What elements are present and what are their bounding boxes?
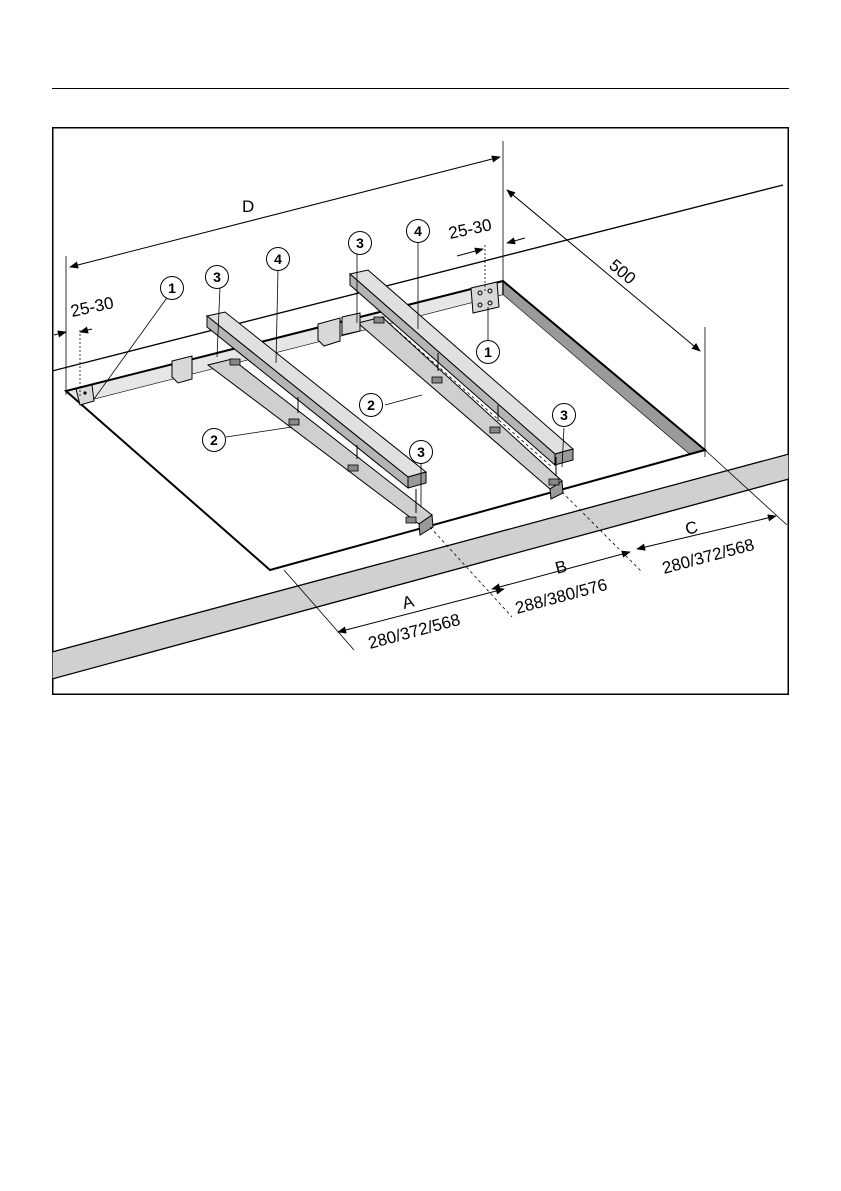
callout-2-left: 2 — [202, 428, 226, 452]
installation-diagram: D 25-30 25-30 500 A 280/372/568 B 288/38… — [52, 127, 789, 695]
callout-1-left-number: 1 — [168, 280, 176, 296]
callout-1-right: 1 — [476, 340, 500, 364]
callout-2-left-number: 2 — [210, 432, 218, 448]
header-rule — [52, 88, 789, 89]
callout-3-right-top-number: 3 — [356, 235, 364, 251]
callout-3-right-bottom-number: 3 — [560, 407, 568, 423]
callout-3-right-top: 3 — [348, 231, 372, 255]
callout-1-right-number: 1 — [484, 344, 492, 360]
callout-3-right-bottom: 3 — [552, 403, 576, 427]
callout-4-right-number: 4 — [414, 223, 422, 239]
callout-2-right-number: 2 — [367, 397, 375, 413]
callout-4-left-number: 4 — [274, 251, 282, 267]
callout-1-left: 1 — [160, 276, 184, 300]
callout-3-left-bottom: 3 — [409, 440, 433, 464]
callout-3-left-bottom-number: 3 — [417, 444, 425, 460]
callout-2-right: 2 — [359, 393, 383, 417]
callout-3-left-top-number: 3 — [213, 269, 221, 285]
callout-3-left-top: 3 — [205, 265, 229, 289]
callout-4-right: 4 — [406, 219, 430, 243]
label-d: D — [242, 197, 254, 216]
diagram-svg: D 25-30 25-30 500 A 280/372/568 B 288/38… — [52, 127, 789, 695]
callout-4-left: 4 — [266, 247, 290, 271]
